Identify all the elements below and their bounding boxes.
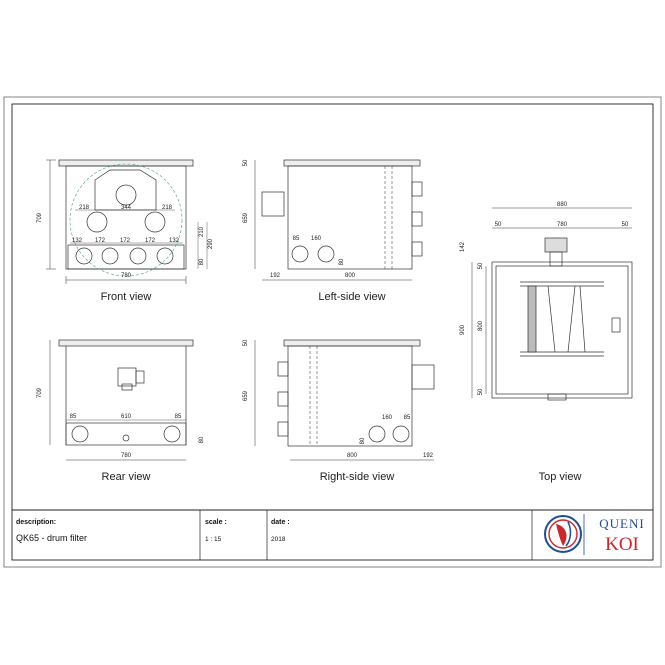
left-left-dim: 192	[270, 273, 281, 279]
front-p3-dim: 172	[120, 238, 131, 244]
top-top-margin-dim: 50	[478, 262, 484, 269]
left-height-dim: 659	[243, 212, 249, 223]
top-depth-dim: 900	[460, 324, 466, 335]
left-top-dim: 50	[243, 159, 249, 166]
right-top-dim: 50	[243, 339, 249, 346]
left-side-view	[254, 159, 423, 281]
rear-bottom-dim: 80	[199, 436, 205, 443]
left-bottom-dim: 80	[339, 258, 345, 265]
front-bottom-dim: 80	[199, 258, 205, 265]
front-left-top-dim: 218	[79, 205, 90, 211]
top-mid-dim: 780	[557, 222, 568, 228]
right-p2-dim: 85	[404, 415, 411, 421]
rear-right-dim: 85	[175, 414, 182, 420]
top-left-dim: 50	[495, 222, 502, 228]
front-p1-dim: 132	[72, 238, 83, 244]
top-offset-dim: 142	[460, 241, 466, 252]
top-view	[471, 207, 633, 401]
top-bottom-margin-dim: 50	[478, 388, 484, 395]
right-right-dim: 192	[423, 453, 434, 459]
logo-line1: QUENI	[599, 516, 644, 531]
front-p4-dim: 172	[145, 238, 156, 244]
sheet-inner-frame	[11, 103, 654, 561]
top-view-label: Top view	[539, 471, 582, 483]
right-side-view	[254, 339, 435, 461]
right-p1-dim: 160	[382, 415, 393, 421]
left-p2-dim: 160	[311, 236, 322, 242]
front-side1-dim: 210	[199, 226, 205, 237]
logo-line2: KOI	[605, 534, 639, 555]
front-top-gap-dim: 344	[121, 205, 132, 211]
date-label: date :	[271, 519, 290, 526]
front-view	[46, 159, 208, 284]
right-height-dim: 659	[243, 390, 249, 401]
front-side2-dim: 290	[208, 238, 214, 249]
sheet-outer-frame	[3, 96, 662, 568]
top-right-dim: 50	[622, 222, 629, 228]
queni-koi-logo: QUENI KOI	[544, 514, 644, 555]
front-right-top-dim: 218	[162, 205, 173, 211]
date-value: 2018	[271, 536, 286, 543]
rear-view	[49, 339, 194, 461]
rear-height-dim: 709	[37, 387, 43, 398]
title-block	[199, 510, 533, 560]
top-total-dim: 880	[557, 202, 568, 208]
right-side-view-label: Right-side view	[320, 471, 395, 483]
description-value: QK65 - drum filter	[16, 533, 87, 543]
rear-mid-dim: 610	[121, 414, 132, 420]
front-p5-dim: 132	[169, 238, 180, 244]
left-width-dim: 800	[345, 273, 356, 279]
top-inner-dim: 800	[478, 320, 484, 331]
scale-label: scale :	[205, 519, 227, 526]
rear-view-label: Rear view	[102, 471, 151, 483]
scale-value: 1 : 15	[205, 536, 222, 543]
front-height-dim: 709	[37, 212, 43, 223]
front-view-label: Front view	[101, 291, 152, 303]
description-label: description:	[16, 519, 56, 526]
left-side-view-label: Left-side view	[318, 291, 385, 303]
front-width-dim: 780	[121, 273, 132, 279]
rear-width-dim: 780	[121, 453, 132, 459]
rear-left-dim: 85	[70, 414, 77, 420]
right-bottom-dim: 80	[360, 437, 366, 444]
front-p2-dim: 172	[95, 238, 106, 244]
left-p1-dim: 85	[293, 236, 300, 242]
right-width-dim: 800	[347, 453, 358, 459]
